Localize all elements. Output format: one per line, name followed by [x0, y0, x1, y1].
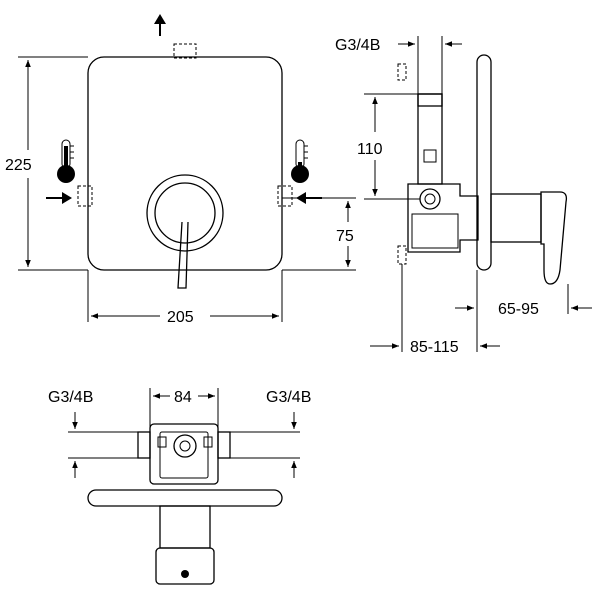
- label-225: 225: [5, 157, 32, 174]
- top-valve-inner: [159, 431, 209, 479]
- label-85-115: 85-115: [410, 339, 459, 356]
- top-lever: [155, 547, 215, 585]
- top-center-port: [173, 434, 197, 458]
- rosette-inner: [154, 182, 216, 244]
- side-lever: [540, 191, 568, 285]
- right-inlet-dashed: [277, 185, 293, 207]
- label-84: 84: [174, 389, 192, 406]
- cold-thermometer-icon: [291, 139, 309, 183]
- dim-side-g34b: [398, 36, 462, 94]
- side-valve-lower: [411, 213, 459, 249]
- cover-plate: [87, 56, 283, 271]
- top-left-connection: [137, 431, 151, 459]
- dim-110: [364, 93, 420, 200]
- top-view: 84 G3/4B G3/4B: [48, 388, 311, 585]
- top-lever-indicator: [181, 570, 189, 578]
- side-inlet-port: [419, 188, 441, 210]
- left-inlet-arrow: [46, 192, 72, 204]
- side-spindle: [490, 193, 542, 243]
- side-housing-upper: [417, 93, 443, 185]
- rosette-outer: [146, 174, 224, 252]
- side-housing-top-cap: [417, 93, 443, 107]
- top-port-right: [203, 436, 213, 448]
- side-valve-body: [407, 183, 479, 253]
- dim-bottom-left-g34b: [68, 412, 138, 478]
- top-right-connection: [217, 431, 231, 459]
- top-spindle: [159, 505, 211, 549]
- side-inlet-port-inner: [424, 193, 436, 205]
- lever-handle: [177, 221, 189, 289]
- label-75: 75: [336, 228, 354, 245]
- label-bottom-right-g34b: G3/4B: [266, 389, 311, 406]
- top-center-port-inner: [179, 440, 191, 452]
- top-outlet-dashed: [173, 43, 197, 59]
- dim-225: [18, 56, 88, 271]
- label-205: 205: [167, 309, 194, 326]
- side-cover-plate: [476, 54, 492, 271]
- top-cover-plate: [87, 489, 283, 507]
- dim-65-95: [455, 270, 592, 352]
- left-inlet-dashed: [77, 185, 93, 207]
- side-housing-window: [423, 149, 437, 163]
- top-port-left: [157, 436, 167, 448]
- dim-205: [87, 270, 283, 322]
- label-bottom-left-g34b: G3/4B: [48, 389, 93, 406]
- label-110: 110: [357, 141, 383, 158]
- label-side-g34b: G3/4B: [335, 37, 380, 54]
- hot-thermometer-icon: [57, 139, 75, 183]
- label-65-95: 65-95: [498, 301, 539, 318]
- outlet-up-arrow: [154, 14, 166, 36]
- side-outlet-dashed: [397, 63, 407, 81]
- side-outlet-dashed-bottom: [397, 245, 407, 265]
- front-view: 225 205 75: [5, 14, 356, 326]
- dim-85-115: [370, 264, 500, 352]
- dim-75: [282, 197, 356, 271]
- dim-84: [149, 388, 219, 430]
- dim-bottom-right-g34b: [230, 412, 300, 478]
- side-view: G3/4B 110 65-95 85-115: [335, 36, 592, 356]
